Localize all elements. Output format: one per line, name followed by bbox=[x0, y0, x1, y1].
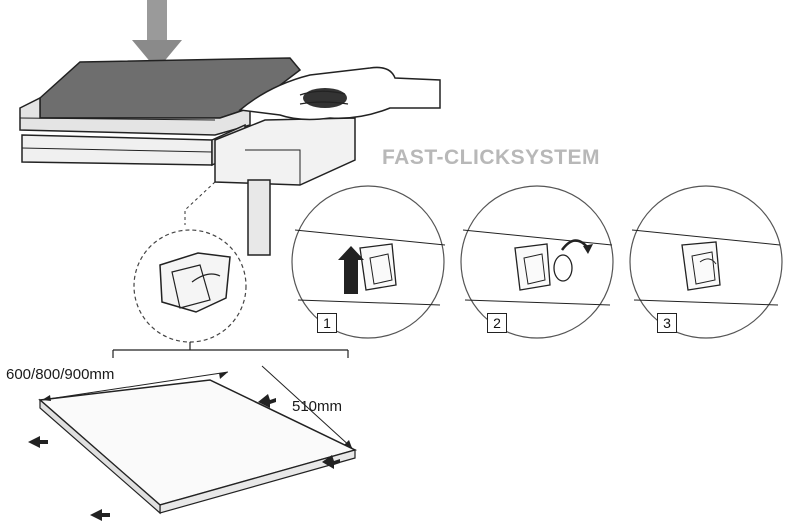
width-dimension-line bbox=[41, 371, 229, 401]
push-down-arrow-icon bbox=[132, 0, 182, 70]
step-1-label: 1 bbox=[317, 313, 337, 333]
clip-detail-circle bbox=[133, 229, 247, 343]
depth-dimension-label: 510mm bbox=[292, 398, 343, 415]
hand-icon bbox=[238, 66, 441, 121]
hob-plate bbox=[38, 379, 358, 515]
step-2-detail bbox=[460, 185, 614, 339]
width-dimension-label: 600/800/900mm bbox=[6, 366, 115, 383]
step-3-detail bbox=[629, 185, 783, 339]
push-arrow-icon bbox=[338, 246, 364, 294]
system-title: FAST-CLICKSYSTEM bbox=[382, 146, 601, 169]
clip-position-bracket bbox=[112, 342, 349, 358]
cabinet-cutout bbox=[214, 117, 356, 256]
clip-arrow-icon bbox=[28, 394, 340, 521]
step-2-label: 2 bbox=[487, 313, 507, 333]
mounting-clip-icon bbox=[159, 252, 231, 313]
hob-unit bbox=[19, 57, 302, 136]
step-3-label: 3 bbox=[657, 313, 677, 333]
step-1-detail bbox=[291, 185, 446, 339]
depth-dimension-line bbox=[261, 365, 353, 449]
rotate-arrow-icon bbox=[560, 239, 593, 254]
